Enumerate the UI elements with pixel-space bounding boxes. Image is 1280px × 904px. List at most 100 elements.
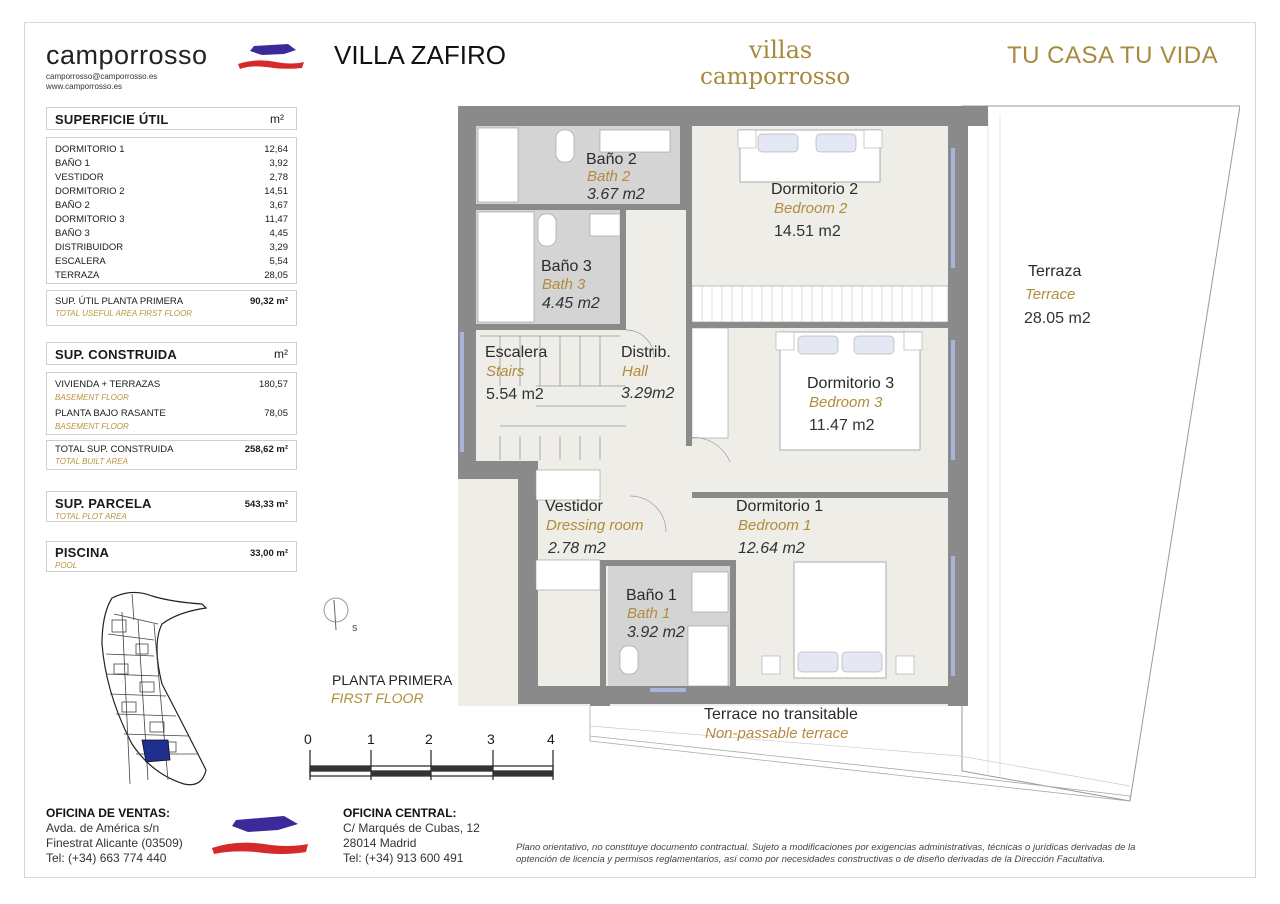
bed1-furniture: [761, 561, 915, 679]
row-label: ESCALERA: [55, 256, 106, 267]
row-label: BAÑO 3: [55, 228, 90, 239]
room-bath3-area: 4.45 m2: [542, 295, 600, 312]
bed2-furniture: [737, 129, 883, 183]
central-office: OFICINA CENTRAL: C/ Marqués de Cubas, 12…: [343, 806, 480, 866]
table-row: BAÑO 2 3,67: [55, 200, 288, 213]
sales-office-line3[interactable]: Tel: (+34) 663 774 440: [46, 851, 167, 865]
row-value: 2,78: [269, 172, 289, 183]
stairs-drawing: [480, 335, 626, 460]
room-dressing-es: Vestidor: [545, 498, 603, 515]
row-value: 14,51: [264, 186, 288, 197]
non-passable-terrace-outline: [589, 696, 1131, 802]
room-bed3-area: 11.47 m2: [809, 417, 875, 434]
brand-website[interactable]: www.camporrosso.es: [46, 82, 123, 91]
room-stairs-area: 5.54 m2: [486, 386, 544, 403]
row-sub: BASEMENT FLOOR: [55, 393, 129, 402]
brand-email[interactable]: camporrosso@camporrosso.es: [46, 72, 158, 81]
row-value: 3,92: [269, 158, 289, 169]
parcela-sub: TOTAL PLOT AREA: [55, 512, 127, 521]
table-row: ESCALERA 5,54: [55, 256, 288, 269]
row-value: 12,64: [264, 144, 288, 155]
room-bed1-area: 12.64 m2: [738, 540, 805, 557]
total-label: TOTAL SUP. CONSTRUIDA: [55, 444, 174, 455]
wardrobes: [535, 285, 949, 591]
room-bed2-area: 14.51 m2: [774, 223, 841, 240]
central-office-line3[interactable]: Tel: (+34) 913 600 491: [343, 851, 464, 865]
room-bed3-es: Dormitorio 3: [807, 375, 895, 392]
total-sub: TOTAL BUILT AREA: [55, 457, 128, 466]
total-label: SUP. ÚTIL PLANTA PRIMERA: [55, 296, 184, 307]
bath-fixtures: [477, 127, 729, 687]
parcela-box: SUP. PARCELA 543,33 m² TOTAL PLOT AREA: [46, 491, 297, 522]
scale-tick-3: 3: [487, 731, 495, 747]
parcela-value: 543,33 m²: [244, 499, 288, 510]
row-label: DISTRIBUIDOR: [55, 242, 124, 253]
row-value: 28,05: [264, 270, 288, 281]
room-bath3-en: Bath 3: [542, 276, 586, 293]
room-bed2-en: Bedroom 2: [774, 200, 848, 217]
piscina-box: PISCINA 33,00 m² POOL: [46, 541, 297, 572]
scale-tick-1: 1: [367, 731, 375, 747]
center-logo-line2: camporrosso: [700, 64, 851, 90]
brand-flag-icon: [238, 44, 304, 69]
row-value: 11,47: [264, 214, 288, 225]
floor-label-en: FIRST FLOOR: [331, 690, 424, 706]
compass-label: s: [352, 622, 358, 634]
nonpassable-terrace-en: Non-passable terrace: [705, 725, 849, 742]
center-logo-line1: villas: [749, 36, 813, 64]
row-label: DORMITORIO 2: [55, 186, 125, 197]
table-row: VIVIENDA + TERRAZAS 180,57: [55, 379, 288, 392]
footer-flag-icon: [212, 816, 308, 854]
floor-label-es: PLANTA PRIMERA: [332, 672, 453, 688]
nonpassable-terrace-es: Terrace no transitable: [704, 706, 858, 723]
room-bath3-es: Baño 3: [541, 258, 592, 275]
piscina-sub: POOL: [55, 561, 78, 570]
row-value: 5,54: [269, 256, 289, 267]
bed3-furniture: [775, 331, 923, 451]
room-bath1-en: Bath 1: [627, 605, 671, 622]
floor-plan: [458, 105, 1240, 802]
disclaimer-line2: optención de licencia y permisos reglame…: [516, 854, 1106, 865]
central-office-line2: 28014 Madrid: [343, 836, 417, 850]
doors: [625, 329, 731, 533]
project-title: VILLA ZAFIRO: [334, 40, 506, 70]
site-highlight: [141, 739, 171, 763]
room-hall-es: Distrib.: [621, 344, 671, 361]
row-value: 3,67: [269, 200, 289, 211]
room-bed2-es: Dormitorio 2: [771, 181, 859, 198]
room-stairs-en: Stairs: [486, 363, 525, 380]
table-row: TERRAZA 28,05: [55, 270, 288, 283]
superficie-util-unit: m²: [270, 112, 284, 126]
sales-office: OFICINA DE VENTAS: Avda. de América s/n …: [46, 806, 183, 866]
room-bed1-en: Bedroom 1: [738, 517, 812, 534]
room-terrace-area: 28.05 m2: [1024, 310, 1091, 327]
site-map: [101, 591, 208, 786]
superficie-util-header: SUPERFICIE ÚTIL m²: [46, 107, 297, 130]
room-bath2-es: Baño 2: [586, 151, 637, 168]
room-hall-area: 3.29m2: [621, 385, 675, 402]
scale-tick-4: 4: [547, 731, 555, 747]
row-label: TERRAZA: [55, 270, 100, 281]
sup-construida-unit: m²: [274, 347, 288, 361]
row-value: 180,57: [258, 379, 288, 390]
room-bath2-en: Bath 2: [587, 168, 631, 185]
scale-tick-0: 0: [304, 731, 312, 747]
room-bath1-es: Baño 1: [626, 587, 677, 604]
row-label: PLANTA BAJO RASANTE: [55, 408, 166, 419]
piscina-title: PISCINA: [55, 545, 110, 560]
room-bed1-es: Dormitorio 1: [736, 498, 824, 515]
central-office-title: OFICINA CENTRAL:: [343, 806, 457, 820]
superficie-util-title: SUPERFICIE ÚTIL: [55, 112, 169, 127]
room-terrace-en: Terrace: [1025, 286, 1076, 303]
room-dressing-area: 2.78 m2: [548, 540, 606, 557]
room-hall-en: Hall: [622, 363, 648, 380]
row-label: BAÑO 2: [55, 200, 90, 211]
disclaimer: Plano orientativo, no constituye documen…: [516, 842, 1232, 866]
row-label: VIVIENDA + TERRAZAS: [55, 379, 161, 390]
table-row: DORMITORIO 2 14,51: [55, 186, 288, 199]
